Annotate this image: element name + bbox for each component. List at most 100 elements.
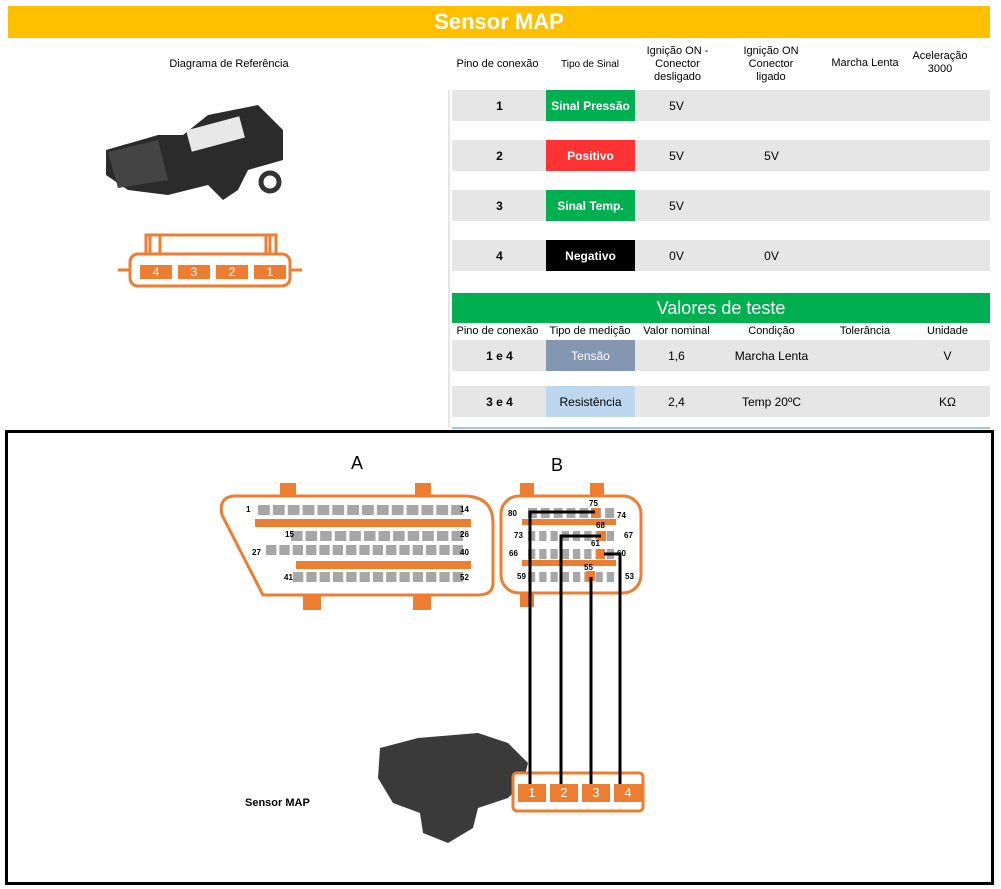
test-pin: 1 e 4 (486, 348, 513, 363)
connector-pin (334, 531, 347, 541)
ecu-pin-number: 15 (285, 530, 294, 539)
connector-pin (319, 572, 330, 582)
connector-pin (595, 572, 603, 582)
signal-type-badge: Negativo (546, 240, 635, 271)
connector-pin (359, 572, 370, 582)
unit: KΩ (939, 394, 956, 409)
connector-pin (332, 572, 344, 582)
connector-pin (406, 505, 419, 515)
connector-pin (436, 505, 449, 515)
wiring-svg (219, 483, 645, 843)
connector-pin (550, 549, 558, 559)
connector-pin (376, 505, 389, 515)
pin-number: 4 (496, 248, 503, 263)
test-header: Valor nominal (643, 325, 710, 337)
sensor-pin: 1 (518, 784, 546, 802)
test-values-title: Valores de teste (452, 293, 990, 323)
idle-value (825, 190, 905, 221)
connector-a-label: A (351, 453, 364, 473)
sensor-photo (378, 733, 528, 843)
header-pin: Pino de conexão (456, 57, 539, 70)
signal-type-badge: Sinal Temp. (546, 190, 635, 221)
connector-pin (407, 531, 420, 541)
ecu-pin-number: 41 (284, 573, 293, 582)
unit: V (943, 348, 952, 363)
connector-pin (528, 549, 536, 559)
connector-pin (421, 505, 434, 515)
connector-pin (539, 549, 547, 559)
test-header: Unidade (927, 325, 968, 337)
map-sensor-image (106, 105, 302, 288)
accel-value (905, 190, 990, 221)
ign-on-value (718, 190, 825, 221)
ecu-pin-number: 75 (589, 499, 598, 508)
wires (528, 510, 622, 785)
ecu-pin-number: 67 (624, 531, 633, 540)
connector-pin (362, 505, 374, 515)
pin-row: 3 Sinal Temp. 5V (452, 190, 990, 221)
connector-pin: 3 (178, 265, 210, 279)
connector-pin (266, 545, 277, 555)
connector-a-tabs (280, 483, 604, 610)
connector-pin (332, 545, 343, 555)
connector-pin (258, 505, 270, 515)
sensor-pin: 3 (582, 784, 610, 802)
connector-pin (306, 572, 317, 582)
connector-pin (539, 531, 547, 541)
connector-pin (349, 531, 361, 541)
header-ign-off: Ignição ON - Conector desligado (646, 44, 709, 83)
connector-outline (118, 233, 302, 288)
connector-pin (605, 508, 614, 518)
connector-pin (561, 549, 569, 559)
accel-value (905, 140, 990, 171)
accel-value (905, 90, 990, 121)
ecu-pin-number: 66 (509, 549, 518, 558)
connector-pin (528, 531, 536, 541)
connector-pin (412, 545, 423, 555)
connector-a-pins (258, 505, 463, 582)
ecu-pin-number: 80 (508, 509, 517, 518)
connector-pin (412, 572, 424, 582)
connector-pin (287, 505, 300, 515)
connector-pin (279, 545, 290, 555)
connector-pin (573, 572, 581, 582)
header-signal: Tipo de Sinal (561, 58, 619, 70)
ign-on-value: 0V (764, 248, 779, 263)
accel-value (905, 240, 990, 271)
connector-pin (452, 572, 463, 582)
nominal-value: 2,4 (668, 394, 685, 409)
header-idle: Marcha Lenta (831, 56, 899, 69)
sensor-pin: 4 (614, 784, 642, 802)
ecu-pin-number: 74 (617, 511, 626, 520)
sensor-pin: 2 (550, 784, 578, 802)
connector-pin (378, 531, 391, 541)
ecu-pin-number: 53 (625, 572, 634, 581)
test-header: Tolerância (839, 325, 891, 337)
connector-pin (439, 545, 450, 555)
connector-pin (363, 531, 376, 541)
idle-value (825, 90, 905, 121)
connector-pin (606, 572, 614, 582)
connector-pin (332, 505, 345, 515)
connector-pin (550, 531, 558, 541)
pin-row: 1 Sinal Pressão 5V (452, 90, 990, 121)
ecu-pin-number: 26 (460, 530, 469, 539)
connector-pin: 2 (216, 265, 248, 279)
connector-pin (292, 545, 303, 555)
connector-pin (399, 572, 410, 582)
connector-b-label: B (551, 455, 564, 475)
connector-pin (347, 505, 359, 515)
connector-pin (426, 545, 437, 555)
ecu-pin-number: 60 (617, 549, 626, 558)
tolerance (825, 386, 905, 417)
ecu-pin-number: 14 (460, 505, 469, 514)
ecu-pin-number: 52 (460, 573, 469, 582)
sensor-pin-labels: 1 2 3 4 (518, 784, 642, 802)
ecu-pin-number: 40 (460, 548, 469, 557)
tolerance (825, 340, 905, 371)
connector-pin (439, 572, 450, 582)
header-diagram: Diagrama de Referência (169, 57, 289, 70)
pin-number: 2 (496, 148, 503, 163)
connector-pin (372, 572, 384, 582)
condition: Temp 20ºC (741, 394, 802, 409)
